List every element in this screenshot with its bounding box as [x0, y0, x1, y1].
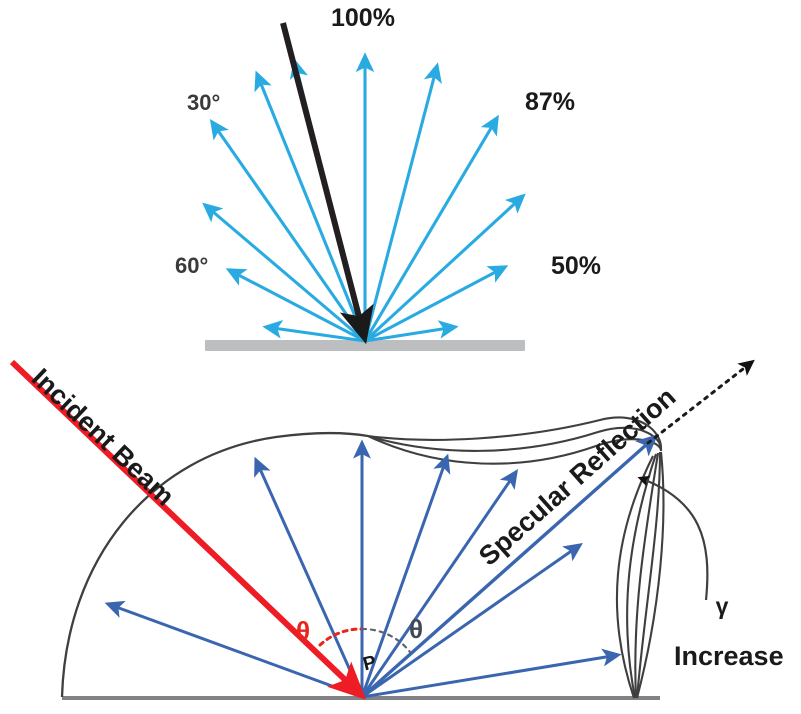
label-intensity-100: 100%: [331, 4, 395, 32]
specular-lobe-curve-2-top: [367, 426, 663, 452]
label-point-p: P: [361, 652, 379, 676]
scatter-arrow-left-70: [104, 600, 363, 699]
scatter-arrow-right-80: [361, 648, 622, 699]
scatter-arrow-right-19: [360, 453, 451, 698]
diffuse-arrow-right-60: [364, 265, 509, 343]
incident-beam-arrow-bottom: [9, 359, 367, 700]
specular-reflection-arrow: [360, 434, 659, 699]
specular-lobe-curve-1-top: [367, 416, 663, 450]
diffuse-arrow-left-45: [202, 202, 367, 343]
diffuse-arrow-left-30: [209, 118, 367, 342]
label-incident-beam: Incident Beam: [26, 363, 180, 512]
diffuse-lobe-arc: [60, 431, 369, 698]
diffuse-arrow-left-20: [254, 70, 367, 342]
gamma-increase-pointer-curve: [637, 475, 709, 601]
label-angle-30: 30°: [187, 90, 220, 115]
reflecting-surface-bar: [205, 340, 525, 351]
label-theta-reflected: θ: [409, 614, 423, 644]
specular-lobe-curve-2-bottom: [635, 451, 662, 699]
specular-lobe-curve-1-bottom: [635, 451, 665, 699]
scattered-arrow-fan: [104, 439, 622, 699]
scatter-arrow-right-34: [360, 469, 519, 698]
label-specular-reflection: Specular Reflection: [473, 382, 681, 572]
scatter-arrow-right-53: [361, 542, 583, 699]
bottom-panel-group: Incident Beam Specular Reflection θ θ P …: [9, 359, 784, 700]
diffuse-arrow-right-12: [363, 62, 442, 342]
reflected-angle-arc: [360, 627, 412, 654]
top-panel-group: 100% 87% 50% 30° 60°: [175, 4, 601, 351]
label-intensity-87: 87%: [525, 88, 575, 116]
incident-beam-arrow-top: [280, 22, 374, 345]
label-theta-incident: θ: [296, 616, 310, 646]
specular-lobe-curve-3-bottom: [634, 452, 660, 699]
label-intensity-50: 50%: [551, 252, 601, 280]
diffuse-arrow-right-80: [364, 320, 459, 343]
diffuse-arrow-fan: [202, 52, 526, 343]
specular-direction-dotted-arrow: [646, 359, 755, 445]
label-gamma-increase: Increase: [674, 641, 784, 671]
label-angle-60: 60°: [175, 253, 208, 278]
incident-angle-arc: [318, 627, 364, 647]
scatter-arrow-left-24: [254, 456, 364, 698]
diffuse-arrow-right-25: [363, 114, 499, 342]
label-gamma-symbol: γ: [716, 593, 729, 619]
diffuse-arrow-right-40: [363, 193, 526, 343]
